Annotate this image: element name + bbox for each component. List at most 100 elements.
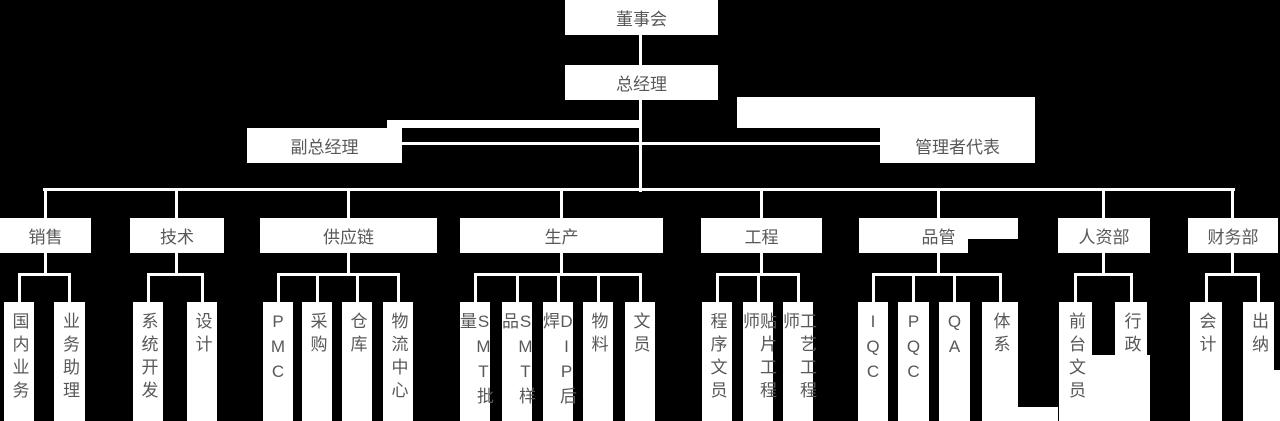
- org-box-production-child-0: SMT批量: [457, 302, 493, 421]
- connector-child-drop-production-4: [638, 276, 642, 302]
- org-box-production-child-4: 文员: [625, 302, 655, 421]
- org-box-dept-hr-label: 人资部: [1078, 228, 1130, 247]
- connector-dept-drop-supply-chain: [347, 191, 350, 218]
- org-box-supply-chain-child-0: PMC: [263, 302, 293, 421]
- connector-gm-branch: [402, 142, 880, 145]
- org-box-production-child-0-label: SMT批量: [457, 312, 493, 410]
- connector-child-drop-sales-1: [68, 276, 71, 302]
- connector-child-drop-finance-1: [1257, 276, 1260, 302]
- connector-child-drop-hr-0: [1074, 276, 1077, 302]
- connector-child-drop-supply-chain-0: [276, 276, 280, 302]
- org-box-dept-supply-chain-label: 供应链: [323, 228, 374, 247]
- org-box-management-representative-label: 管理者代表: [915, 138, 1000, 157]
- connector-dept-stub-finance: [1231, 253, 1234, 276]
- org-box-production-child-4-label: 文员: [630, 312, 650, 358]
- org-box-sales-child-0: 国内业务: [4, 302, 34, 421]
- org-box-dept-engineering-label: 工程: [744, 228, 779, 247]
- org-box-engineering-child-2: 工艺工程师: [780, 302, 816, 421]
- connector-child-drop-engineering-1: [756, 276, 760, 302]
- org-box-dept-technology: 技术: [130, 218, 224, 253]
- artifact-white-strip-bottom-3: [1273, 370, 1280, 421]
- org-box-supply-chain-child-3-label: 物流中心: [388, 312, 408, 404]
- org-box-dept-supply-chain: 供应链: [260, 218, 437, 253]
- org-box-deputy-general-manager: 副总经理: [247, 128, 402, 163]
- org-box-quality-child-3-label: 体系: [990, 312, 1010, 358]
- org-box-dept-quality-label: 品管: [921, 228, 956, 247]
- org-box-supply-chain-child-3: 物流中心: [383, 302, 413, 421]
- org-box-production-child-3-label: 物料: [588, 312, 608, 358]
- org-box-engineering-child-0: 程序文员: [702, 302, 732, 421]
- connector-level3-spine: [43, 188, 1235, 191]
- connector-dept-drop-technology: [175, 191, 178, 218]
- org-box-hr-child-0-label: 前台文员: [1066, 312, 1085, 404]
- org-box-general-manager: 总经理: [565, 65, 718, 100]
- org-box-finance-child-0: 会计: [1190, 302, 1222, 421]
- org-box-dept-finance-label: 财务部: [1207, 228, 1259, 247]
- connector-child-drop-production-0: [473, 276, 477, 302]
- connector-dept-stub-hr: [1102, 253, 1105, 276]
- org-box-engineering-child-2-label: 工艺工程师: [780, 312, 816, 404]
- org-box-finance-child-1-label: 出纳: [1249, 312, 1268, 358]
- connector-child-drop-sales-0: [17, 276, 21, 302]
- connector-child-drop-production-3: [596, 276, 600, 302]
- connector-child-drop-technology-0: [146, 276, 150, 302]
- connector-dept-drop-quality: [937, 191, 940, 218]
- org-box-quality-child-1: PQC: [898, 302, 929, 421]
- artifact-white-strip-bottom-2: [1092, 355, 1150, 421]
- org-box-dept-hr: 人资部: [1058, 218, 1150, 253]
- connector-child-drop-technology-1: [200, 276, 204, 302]
- artifact-black-patch-quality: [968, 239, 1018, 253]
- connector-child-drop-production-2: [556, 276, 560, 302]
- connector-children-line-supply-chain: [276, 273, 400, 276]
- connector-dept-drop-production: [560, 191, 563, 218]
- artifact-white-strip-bottom-1: [1018, 407, 1058, 421]
- org-box-general-manager-label: 总经理: [616, 75, 667, 94]
- connector-dept-stub-engineering: [760, 253, 763, 276]
- org-box-management-representative: 管理者代表: [880, 128, 1035, 163]
- org-box-quality-child-0-label: IQC: [863, 312, 883, 387]
- connector-children-line-finance: [1204, 273, 1260, 276]
- org-box-supply-chain-child-0-label: PMC: [268, 312, 288, 387]
- connector-dept-stub-sales: [44, 253, 47, 276]
- connector-child-drop-supply-chain-1: [315, 276, 319, 302]
- connector-children-line-engineering: [715, 273, 800, 276]
- org-box-deputy-general-manager-label: 副总经理: [290, 138, 359, 157]
- org-box-quality-child-3: 体系: [982, 302, 1018, 421]
- connector-child-drop-supply-chain-3: [396, 276, 400, 302]
- connector-child-drop-quality-3: [998, 276, 1002, 302]
- org-box-finance-child-1: 出纳: [1243, 302, 1274, 421]
- org-box-technology-child-1-label: 设计: [192, 312, 212, 358]
- org-box-dept-technology-label: 技术: [160, 228, 194, 247]
- org-box-dept-sales-label: 销售: [28, 228, 63, 247]
- connector-child-drop-engineering-2: [796, 276, 800, 302]
- connector-child-drop-quality-1: [912, 276, 915, 302]
- org-box-production-child-2-label: DIP后焊: [540, 312, 576, 410]
- connector-children-line-sales: [17, 273, 71, 276]
- connector-child-drop-engineering-0: [715, 276, 719, 302]
- org-box-production-child-1-label: SMT样品: [499, 312, 535, 410]
- connector-child-drop-production-1: [515, 276, 519, 302]
- org-box-engineering-child-0-label: 程序文员: [707, 312, 727, 404]
- connector-dept-stub-supply-chain: [347, 253, 350, 276]
- connector-dept-stub-quality: [937, 253, 940, 276]
- org-box-sales-child-0-label: 国内业务: [9, 312, 29, 404]
- artifact-white-block-top-right: [737, 97, 1035, 128]
- org-box-supply-chain-child-1: 采购: [302, 302, 332, 421]
- artifact-white-strip-left: [387, 120, 640, 128]
- connector-child-drop-supply-chain-2: [355, 276, 359, 302]
- org-box-technology-child-0: 系统开发: [133, 302, 163, 421]
- org-box-sales-child-1: 业务助理: [54, 302, 85, 421]
- connector-child-drop-quality-2: [953, 276, 956, 302]
- connector-children-line-hr: [1074, 273, 1133, 276]
- org-box-dept-sales: 销售: [0, 218, 91, 253]
- org-box-engineering-child-1: 贴片工程师: [740, 302, 776, 421]
- connector-dept-drop-hr: [1102, 191, 1105, 218]
- connector-child-drop-quality-0: [871, 276, 875, 302]
- connector-trunk-top: [639, 35, 642, 65]
- connector-dept-stub-technology: [175, 253, 178, 276]
- connector-children-line-production: [473, 273, 642, 276]
- org-box-dept-production-label: 生产: [544, 228, 579, 247]
- org-box-supply-chain-child-1-label: 采购: [307, 312, 327, 358]
- connector-children-line-quality: [871, 273, 1002, 276]
